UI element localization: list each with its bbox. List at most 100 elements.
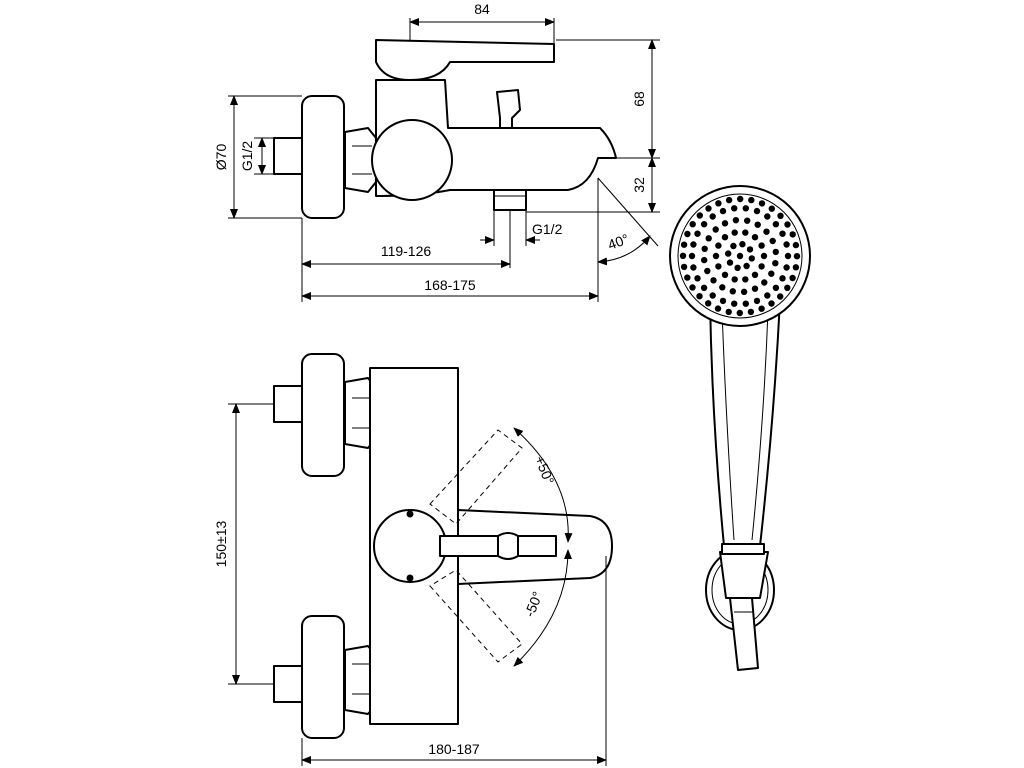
side-inlet-nipple [273,137,303,175]
nozzle-dot [700,221,708,228]
nozzle-dot [734,264,741,271]
nozzle-dot [761,279,768,286]
nozzle-dot [736,309,743,317]
nozzle-dot [721,234,729,241]
nozzle-dot [731,276,738,283]
dim-lever-plus: +50° [532,454,558,487]
nozzle-dot [758,263,765,270]
nozzle-dot [792,264,800,271]
nozzle-dot [772,248,779,256]
nozzle-dot [701,256,708,264]
side-shower-outlet [493,189,527,211]
nozzle-dot [783,264,790,271]
nozzle-dot [721,220,729,227]
nozzle-dot [769,237,776,245]
nozzle-dot [779,275,786,282]
nozzle-dot [719,284,726,291]
nozzle-dot [710,277,717,284]
nozzle-dot [694,275,701,282]
side-diverter-knob [496,89,521,129]
nozzle-dot [744,217,751,224]
nozzle-dot [705,300,712,307]
nozzle-dot [792,241,800,249]
nozzle-dot [772,221,780,228]
nozzle-dot [696,293,703,300]
side-wall-flange [301,95,345,219]
top-lever-minus-position [429,569,523,663]
nozzle-dot [751,285,759,292]
nozzle-dot [732,217,740,224]
top-lower-flange [301,615,345,739]
shower-holder-clip [719,551,769,599]
nozzle-dot [715,242,722,249]
dim-inlet-spacing: 150±13 [213,520,229,567]
nozzle-dot [783,241,790,248]
nozzle-dot [730,242,737,250]
nozzle-dot [777,293,784,300]
dim-inlet-thread: G1/2 [239,141,255,172]
nozzle-dot [772,284,780,291]
nozzle-dot [743,262,750,270]
nozzle-dot [748,255,755,262]
nozzle-dot [768,205,775,212]
nozzle-dot [729,288,736,295]
nozzle-dot [719,207,727,215]
nozzle-dot [760,252,768,260]
dim-outlet-distance: 119-126 [381,243,432,259]
nozzle-dot [684,274,691,281]
nozzle-dot [688,252,696,260]
shower-handle-ring [721,543,765,555]
nozzle-dot [764,213,771,220]
shower-nozzles [679,195,801,317]
nozzle-dot [784,221,791,228]
nozzle-dot [793,253,801,260]
nozzle-dot [753,297,761,305]
hand-shower [669,185,811,671]
dim-top-width: 84 [474,1,490,17]
top-lower-nipple [273,665,303,703]
nozzle-dot [768,270,775,277]
nozzle-dot [689,221,696,228]
nozzle-dot [737,195,744,203]
dim-inlet-diameter: Ø70 [213,144,229,171]
nozzle-dot [726,259,734,266]
nozzle-dot [715,263,722,270]
nozzle-dot [768,300,775,307]
nozzle-dot [763,228,770,235]
nozzle-dot [725,196,733,204]
top-upper-nipple [273,385,303,423]
nozzle-dot [690,241,697,248]
nozzle-dot [701,245,708,252]
nozzle-dot [684,230,691,238]
dim-height-upper: 68 [631,91,647,107]
dim-total-depth: 168-175 [424,277,476,293]
nozzle-dot [784,284,791,291]
nozzle-dot [742,276,749,283]
nozzle-dot [719,297,727,305]
nozzle-dot [731,300,738,307]
nozzle-dot [742,300,749,307]
nozzle-dot [679,252,687,259]
shower-hose [729,597,759,671]
nozzle-dot [742,229,749,236]
nozzle-dot [705,235,712,242]
top-upper-flange [301,353,345,477]
shower-handle [709,299,781,547]
nozzle-dot [753,207,761,215]
top-valve-round [373,509,447,583]
nozzle-dot [725,250,732,257]
nozzle-dot [746,246,754,253]
nozzle-dot [751,234,759,241]
side-view: 84 68 32 Ø70 G1/2 G1/2 40° 119- [213,1,660,302]
nozzle-dot [721,271,729,278]
nozzle-dot [705,205,712,212]
dim-lever-minus: -50° [521,589,546,619]
nozzle-dot [747,308,755,316]
nozzle-dot [689,284,696,291]
nozzle-dot [751,271,759,278]
side-valve-round [371,119,453,201]
nozzle-dot [742,205,749,212]
nozzle-dot [789,274,796,282]
nozzle-dot [712,226,719,233]
